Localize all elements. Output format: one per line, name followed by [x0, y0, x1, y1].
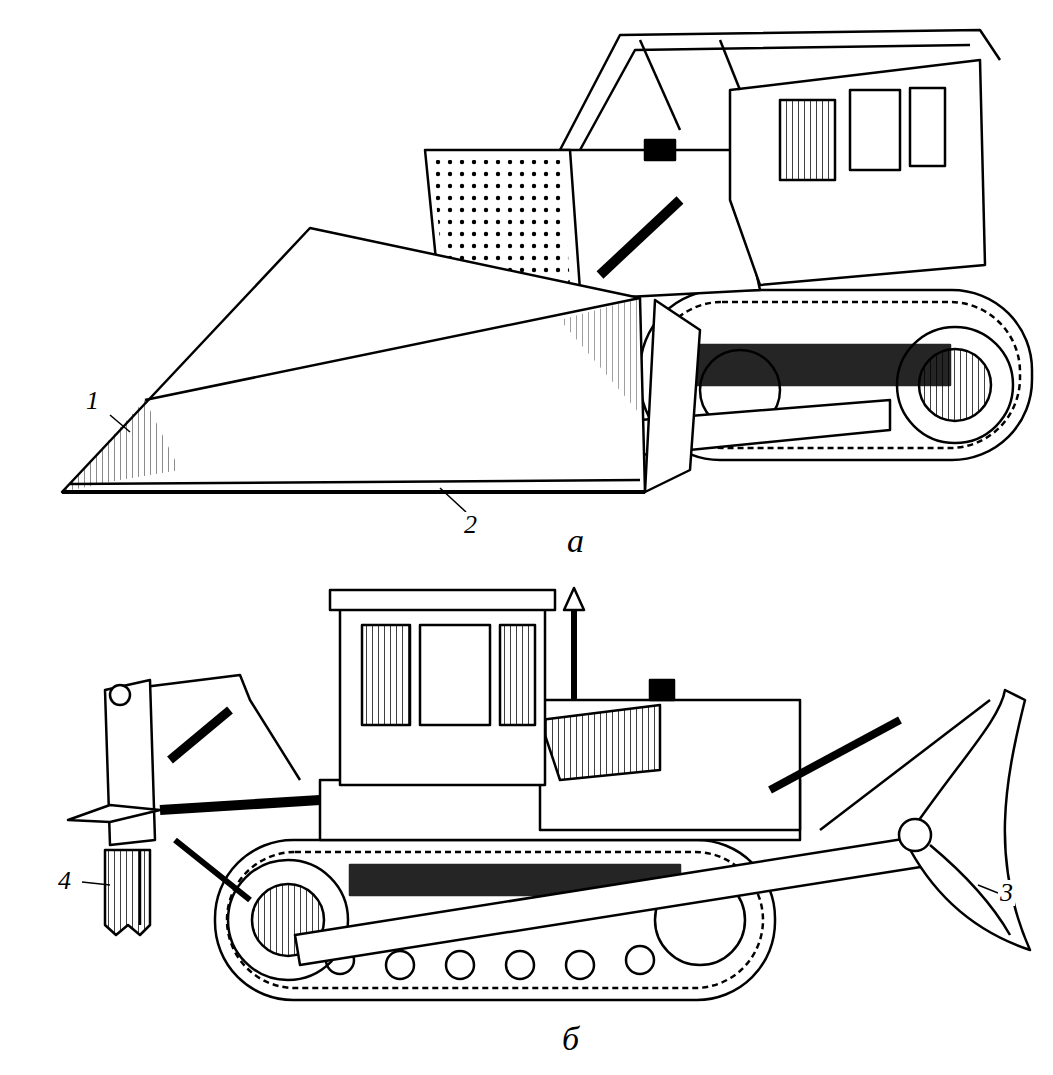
callout-number: 3: [998, 880, 1015, 906]
callout-number: 2: [462, 512, 479, 538]
bulldozer-bottom: [68, 588, 1030, 1000]
callout-number: 4: [56, 868, 73, 894]
figure-letter: б: [560, 1022, 581, 1056]
bulldozer-top: [62, 30, 1032, 512]
callout-number: 1: [84, 388, 101, 414]
figure-letter: а: [565, 524, 586, 558]
